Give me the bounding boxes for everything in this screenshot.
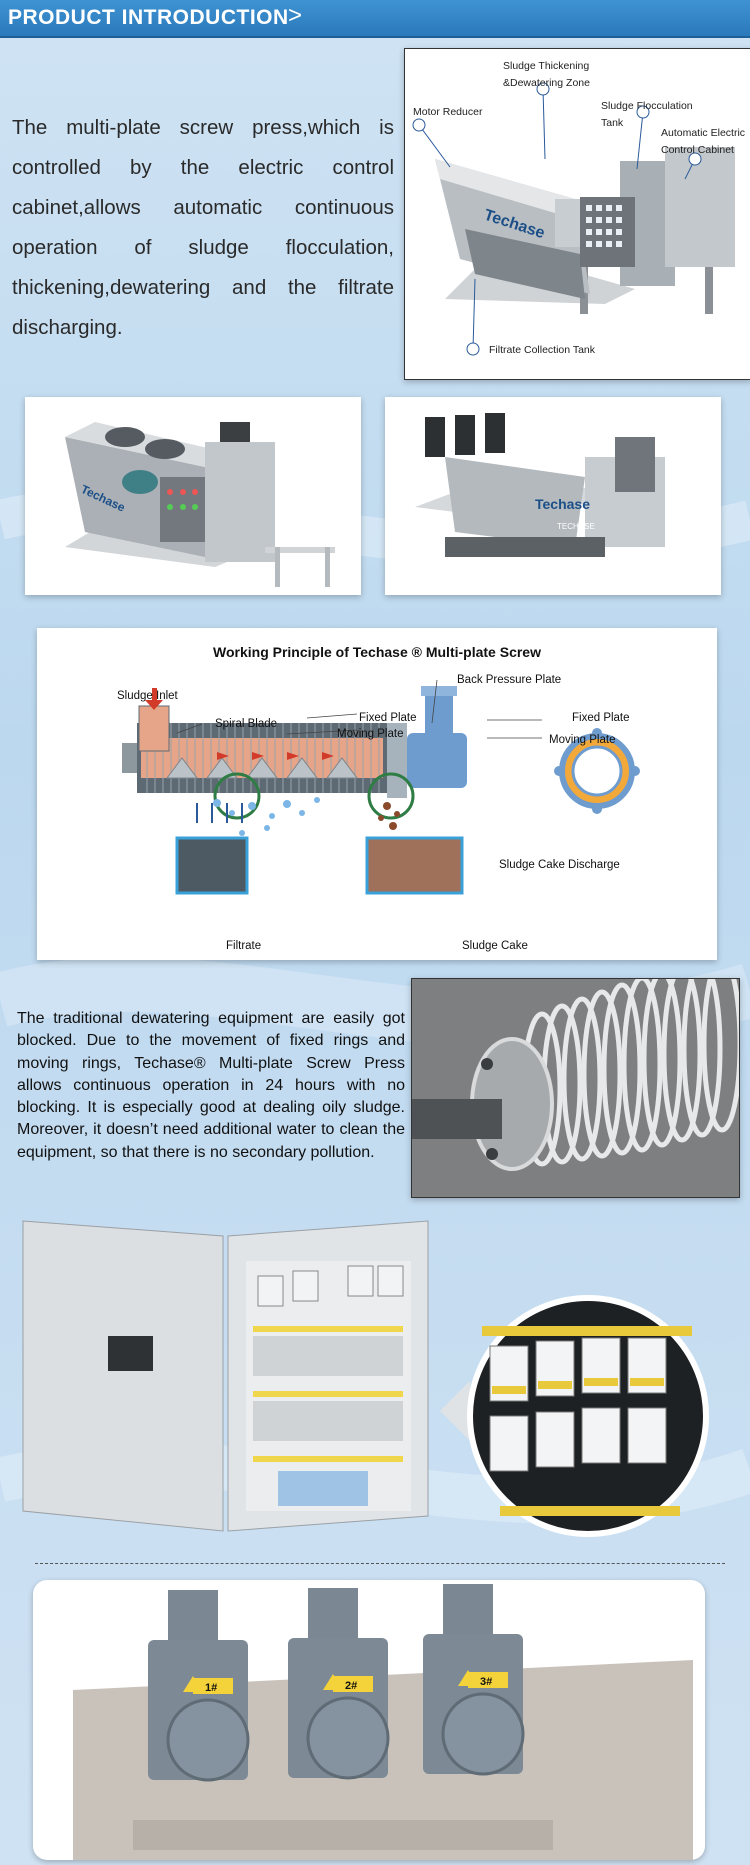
callout-cabinet-2: Control Cabinet	[661, 144, 734, 156]
machine-photo-left: Techase	[25, 397, 361, 595]
label-back-pressure-plate: Back Pressure Plate	[457, 674, 562, 686]
section-title: PRODUCT INTRODUCTION	[8, 6, 289, 29]
labeled-machine-image: Techase	[412, 82, 735, 356]
callout-thickening-2: &Dewatering Zone	[503, 77, 590, 89]
section-divider	[35, 1563, 725, 1564]
callout-motor-reducer: Motor Reducer	[413, 106, 483, 118]
callout-flocculation-2: Tank	[601, 117, 624, 129]
label-spiral-blade: Spiral Blade	[215, 718, 278, 730]
machine-photo-right: Techase TECHASE	[385, 397, 721, 595]
brand-logo-right: Techase	[535, 496, 590, 512]
contactor-image	[440, 1295, 709, 1537]
label-moving-plate-2: Moving Plate	[549, 734, 616, 746]
section-header: PRODUCT INTRODUCTION >	[0, 0, 750, 38]
callout-filtrate-tank: Filtrate Collection Tank	[489, 344, 596, 356]
machine-photo-image: Techase	[65, 422, 335, 587]
label-filtrate: Filtrate	[226, 940, 262, 952]
working-principle-diagram	[122, 679, 640, 895]
callout-cabinet-1: Automatic Electric	[661, 127, 746, 139]
rings-closeup-photo	[411, 955, 743, 1198]
working-principle-panel: Working Principle of Techase ® Multi-pla…	[37, 628, 717, 960]
motors-image: 1# 2# 3#	[73, 1584, 693, 1860]
model-plate: TECHASE	[557, 522, 595, 531]
contactor-zoom-photo	[440, 1286, 710, 1556]
label-fixed-plate: Fixed Plate	[359, 712, 417, 724]
motor-label-1: 1#	[205, 1682, 217, 1694]
description-text: The traditional dewatering equipment are…	[17, 1010, 405, 1161]
machine-photo-image-2: Techase TECHASE	[415, 413, 665, 557]
callout-thickening-1: Sludge Thickening	[503, 60, 590, 72]
callout-flocculation-1: Sludge Flocculation	[601, 100, 693, 112]
machine-diagram-panel: Techase Motor Reducer Sludge Thickening …	[404, 48, 750, 380]
principle-title: Working Principle of Techase ® Multi-pla…	[213, 644, 541, 660]
control-cabinet-photo	[18, 1216, 438, 1536]
label-moving-plate: Moving Plate	[337, 728, 404, 740]
motor-label-3: 3#	[480, 1676, 492, 1688]
rings-image	[412, 955, 743, 1197]
cabinet-image	[22, 1220, 429, 1532]
label-fixed-plate-2: Fixed Plate	[572, 712, 630, 724]
label-sludge-cake-discharge: Sludge Cake Discharge	[499, 859, 620, 871]
motor-label-2: 2#	[345, 1680, 357, 1692]
intro-text: The multi-plate screw press,which is con…	[12, 116, 394, 339]
label-sludge-cake: Sludge Cake	[462, 940, 528, 952]
label-sludge-inlet: Sludge Inlet	[117, 690, 178, 702]
chevron-right-icon: >	[288, 2, 303, 29]
motors-photo-panel: 1# 2# 3#	[33, 1580, 705, 1860]
